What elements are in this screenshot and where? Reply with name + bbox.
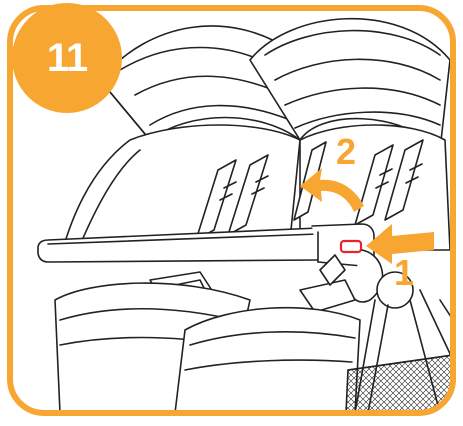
- step-frame: [7, 5, 456, 416]
- curved-arrow-up-left-icon: [300, 168, 364, 212]
- callout-label-1: 1: [394, 252, 415, 293]
- step-number: 11: [46, 35, 88, 80]
- release-button: [339, 239, 363, 254]
- step-badge: [12, 3, 122, 113]
- right-seat-cushion: [174, 306, 361, 413]
- arrow-left-icon: [366, 224, 434, 264]
- callout-label-2: 2: [336, 131, 357, 172]
- right-seat-back: [293, 124, 451, 251]
- bumper-bar: [37, 223, 414, 309]
- stroller-frame: [345, 289, 453, 413]
- left-seat-back: [59, 124, 301, 261]
